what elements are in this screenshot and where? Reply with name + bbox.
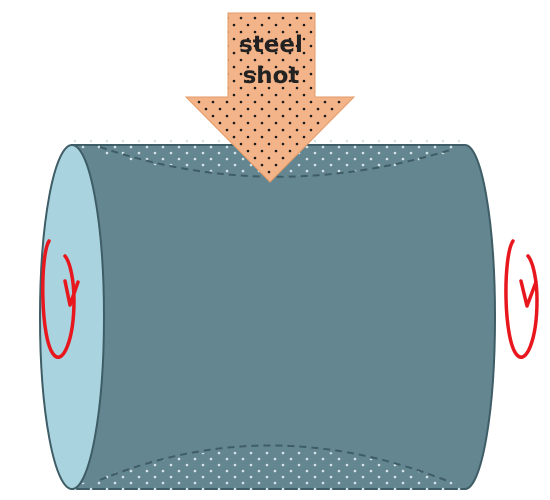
right-rotation-arrow-icon xyxy=(504,239,539,359)
arrow-label-line2: shot xyxy=(243,63,300,89)
arrow-label-line1: steel xyxy=(239,32,303,58)
cylinder-body xyxy=(71,144,496,490)
left-rotation-arrow-icon xyxy=(41,239,80,359)
steel-shot-arrow: steel shot xyxy=(184,12,356,183)
